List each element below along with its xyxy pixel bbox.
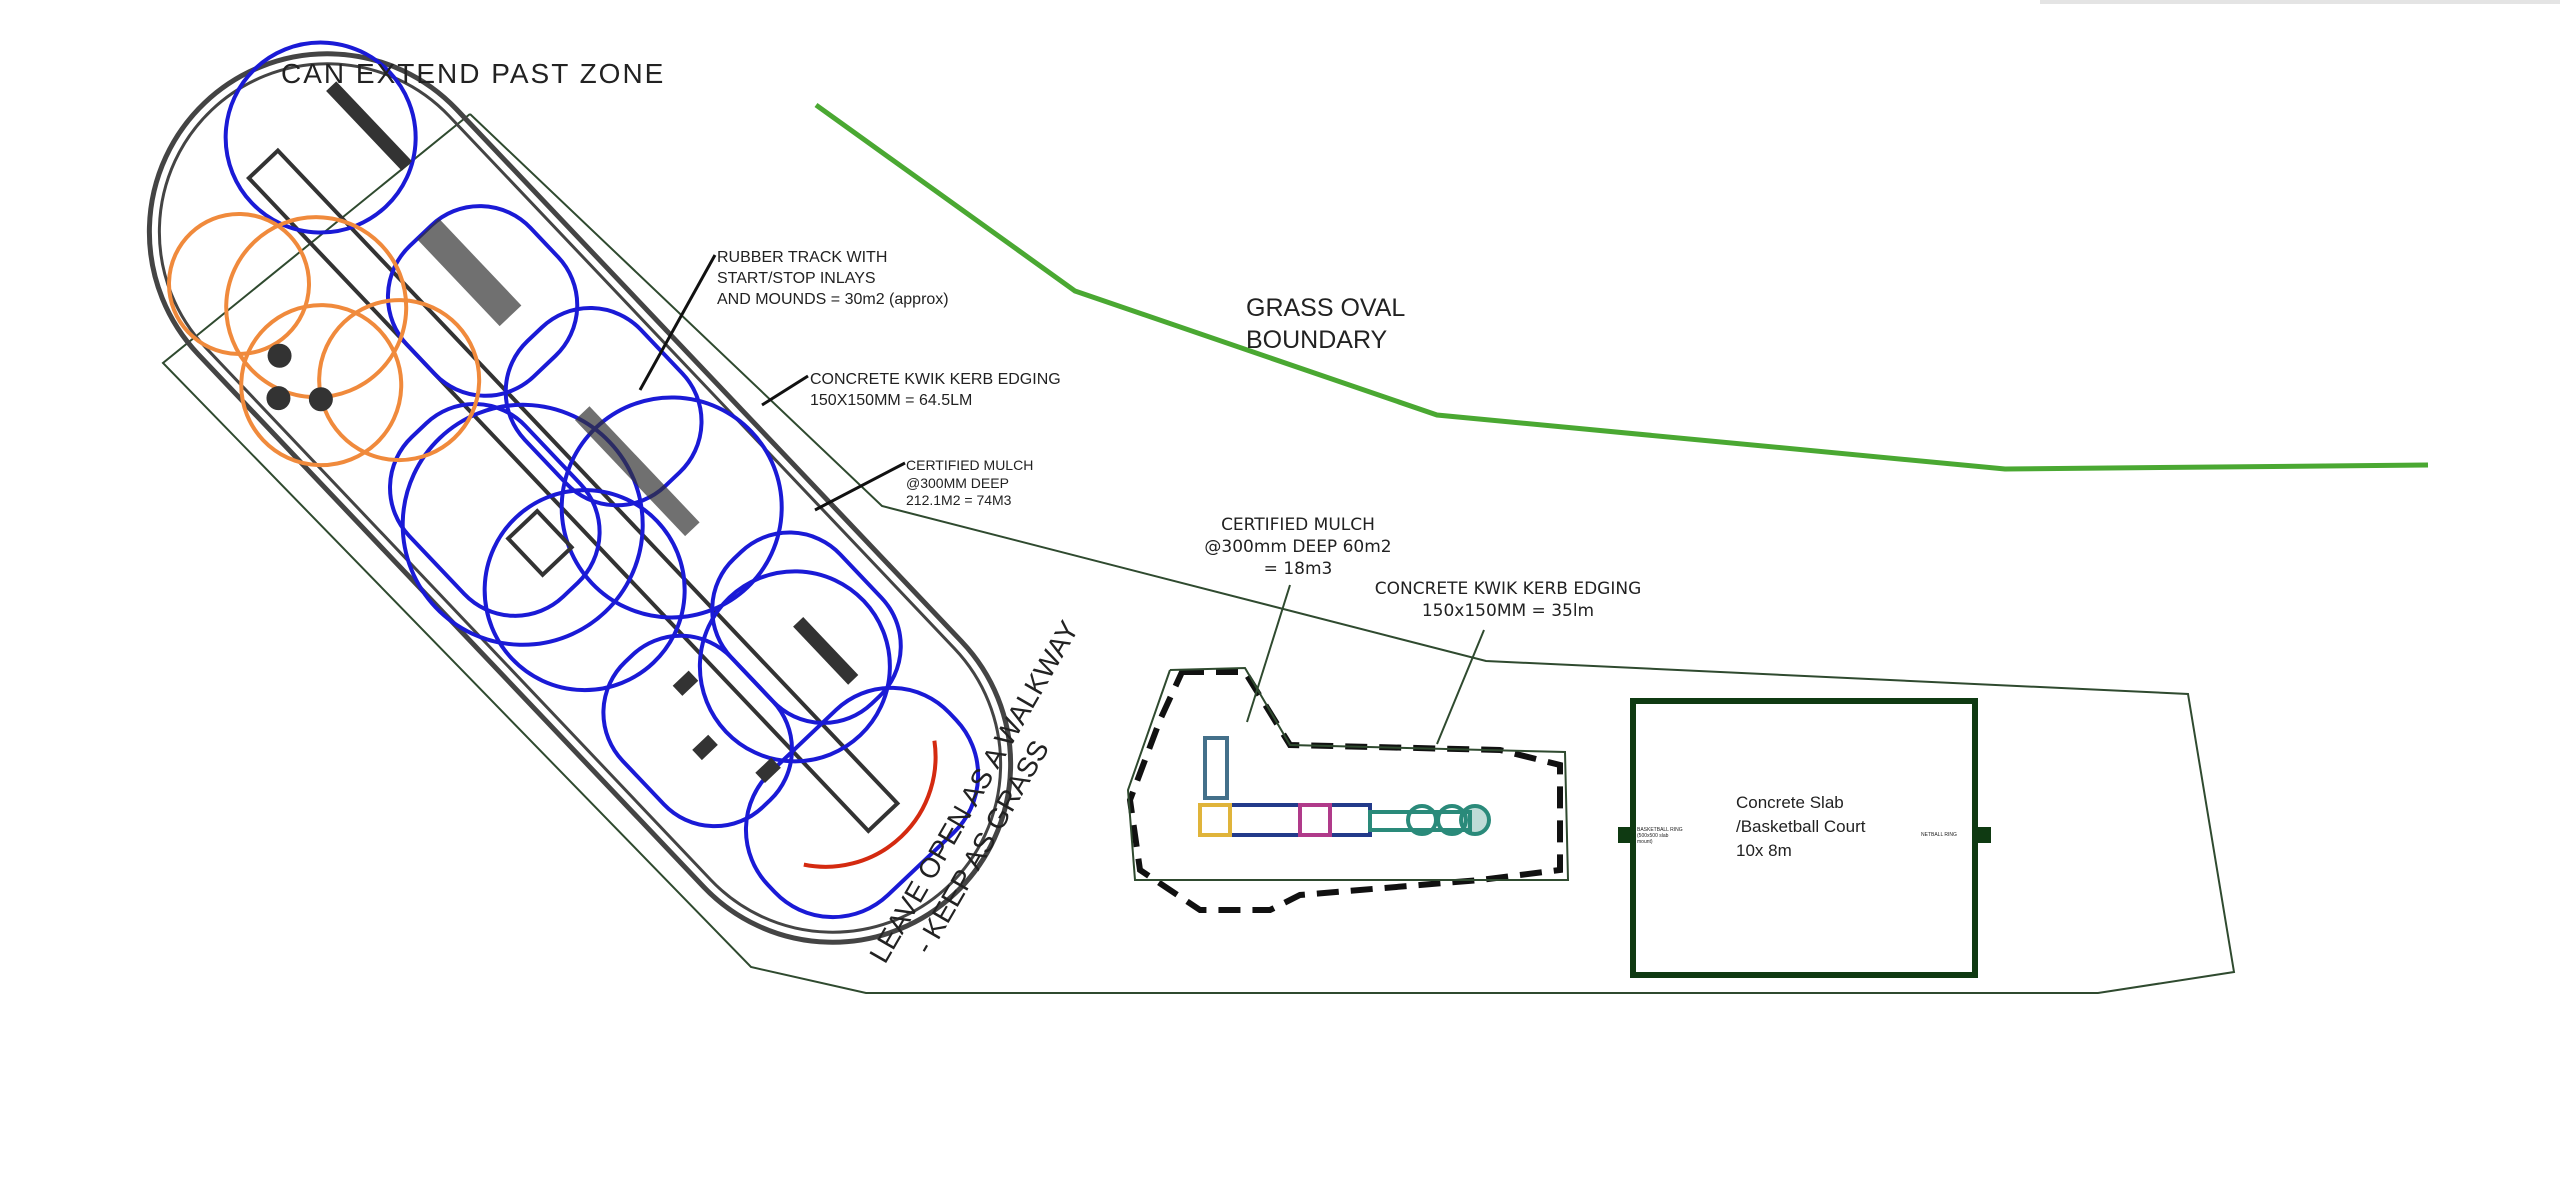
basketball-ring-marker: [1618, 827, 1634, 843]
netball-ring-label: NETBALL RING: [1921, 832, 1957, 838]
mulch-large-label-2: @300MM DEEP: [906, 475, 1009, 491]
basketball-court: [1630, 698, 1978, 978]
mulch-small-label-2: @300mm DEEP 60m2: [1204, 537, 1391, 557]
rubber-track-label-2: START/STOP INLAYS: [717, 270, 876, 287]
small-mulch-area: [1126, 669, 1563, 913]
mulch-small-label-3: = 18m3: [1264, 559, 1333, 579]
leader-lines: [638, 254, 906, 512]
court-label-1: Concrete Slab: [1736, 793, 1844, 812]
can-extend-label: CAN EXTEND PAST ZONE: [281, 58, 665, 89]
zone-outline: [161, 113, 2236, 994]
mulch-large-label-3: 212.1M2 = 74M3: [906, 492, 1012, 508]
court-label-3: 10x 8m: [1736, 841, 1792, 860]
rubber-track-label-3: AND MOUNDS = 30m2 (approx): [717, 291, 949, 308]
kerb-small-label-2: 150x150MM = 35lm: [1422, 601, 1594, 621]
kerb-large-label-2: 150X150MM = 64.5LM: [810, 392, 972, 409]
rubber-track-label-1: RUBBER TRACK WITH: [717, 249, 887, 266]
mulch-large-label-1: CERTIFIED MULCH: [906, 457, 1033, 473]
basketball-ring-label-2: (500x500 slab: [1637, 833, 1669, 839]
court-label-2: /Basketball Court: [1736, 817, 1866, 836]
kerb-large-label-1: CONCRETE KWIK KERB EDGING: [810, 371, 1061, 388]
kerb-small-label-1: CONCRETE KWIK KERB EDGING: [1375, 579, 1642, 599]
grass-oval-label-1: GRASS OVAL: [1246, 294, 1405, 322]
small-mulch-outline: [1126, 666, 1570, 881]
small-play-equipment: [1198, 736, 1491, 837]
basketball-ring-label-3: mount): [1637, 839, 1653, 845]
grass-oval-label-2: BOUNDARY: [1246, 326, 1388, 354]
red-arc: [803, 740, 938, 869]
fall-zones: [223, 40, 981, 920]
play-equipment: [266, 81, 859, 783]
kerb-edging-inner: [157, 62, 1003, 934]
netball-ring-marker: [1975, 827, 1991, 843]
leader-lines-small: [1246, 584, 1485, 745]
mulch-small-label-1: CERTIFIED MULCH: [1221, 515, 1375, 535]
walkway-label: LEAVE OPEN AS A WALKWAY - KEEP AS GRASS: [863, 615, 1085, 968]
rubber-track: [246, 147, 901, 834]
swing-zones: [167, 211, 482, 468]
basketball-ring-label-1: BASKETBALL RING: [1637, 827, 1683, 833]
grass-oval-boundary-line: [814, 102, 2429, 472]
main-play-area: [146, 40, 1014, 945]
